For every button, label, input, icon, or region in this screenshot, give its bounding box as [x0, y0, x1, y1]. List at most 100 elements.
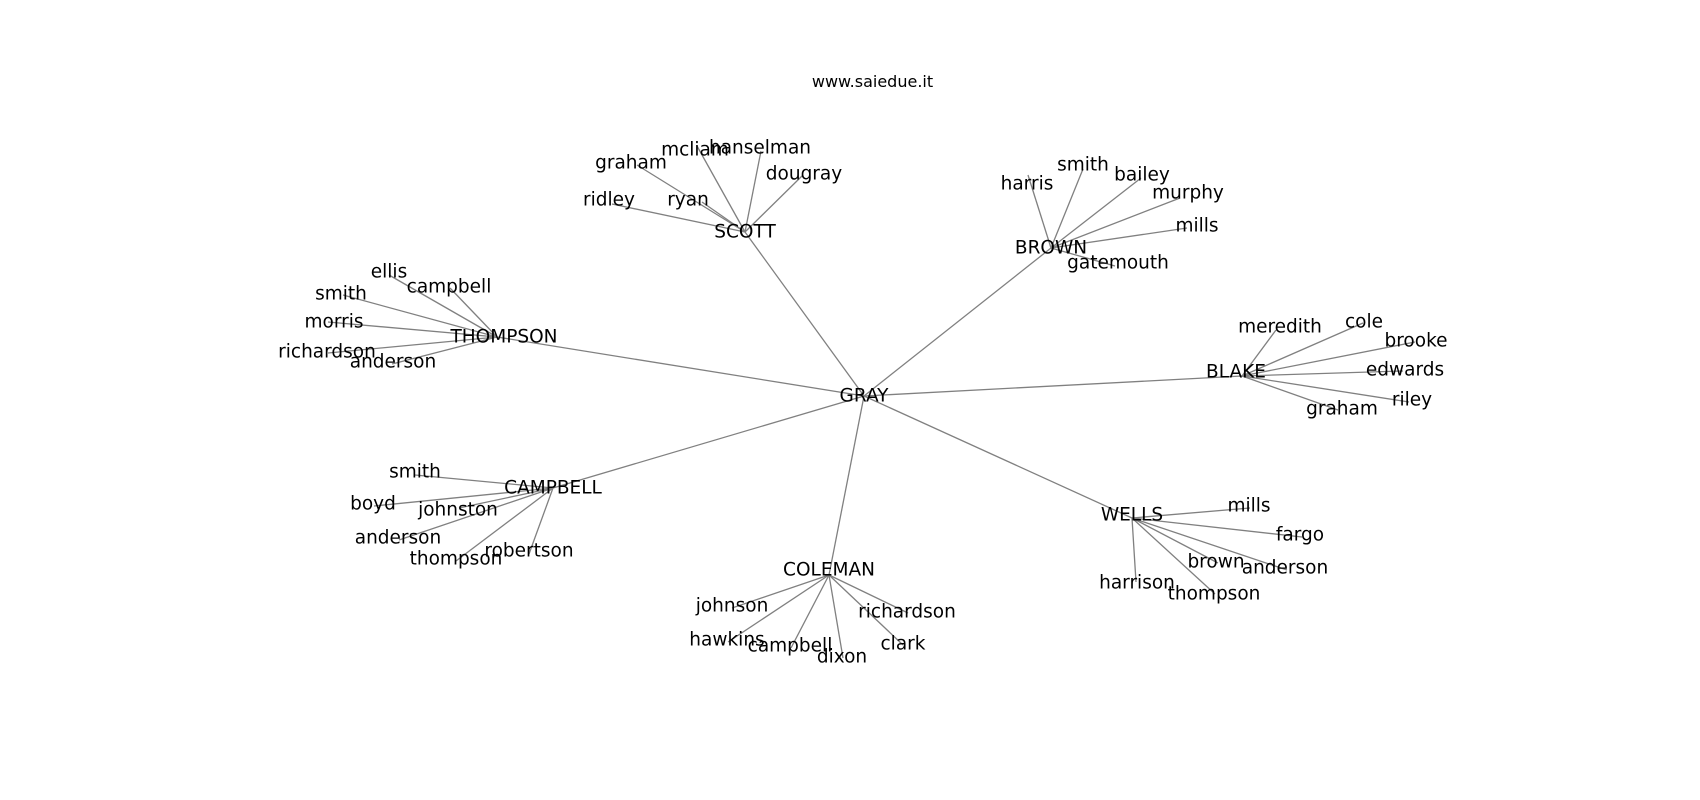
member-node-label: bailey [1114, 165, 1170, 186]
edge-campbell-anderson [398, 487, 554, 541]
member-node-label: graham [1306, 399, 1378, 420]
edge-scott-graham [636, 164, 746, 233]
member-node-label: anderson [350, 352, 436, 373]
edge-wells-anderson [1131, 517, 1288, 571]
member-node-label: mills [1175, 216, 1218, 237]
edge-wells-fargo [1131, 517, 1303, 538]
member-node-label: fargo [1276, 525, 1324, 546]
edge-wells-mills [1131, 507, 1251, 519]
edge-thompson-smith [342, 294, 498, 338]
member-node-label: dougray [766, 164, 842, 185]
edge-scott-hanselman [744, 150, 762, 233]
edge-blake-graham [1241, 375, 1339, 411]
member-node-label: clark [881, 634, 926, 655]
member-node-label: brooke [1384, 331, 1447, 352]
member-node-label: dixon [817, 647, 867, 668]
family-node-label: THOMPSON [449, 327, 557, 348]
family-node-label: SCOTT [714, 222, 776, 243]
member-node-label: brown [1187, 552, 1244, 573]
member-node-label: harrison [1099, 573, 1175, 594]
member-node-label: graham [595, 153, 667, 174]
edge-blake-brooke [1241, 341, 1416, 377]
member-node-label: mills [1227, 496, 1270, 517]
edge-thompson-campbell [449, 287, 498, 338]
edge-thompson-anderson [391, 336, 498, 365]
member-node-label: anderson [355, 528, 441, 549]
edge-thompson-richardson [327, 336, 498, 354]
member-node-label: morris [304, 312, 363, 333]
member-node-label: campbell [407, 277, 492, 298]
member-node-label: gatemouth [1067, 253, 1169, 274]
labels-layer: GRAYSCOTTridleygrahammcliamhanselmandoug… [278, 138, 1447, 668]
edge-root-scott [744, 231, 865, 397]
edge-scott-ryan [701, 201, 746, 233]
edge-coleman-clark [828, 574, 904, 646]
member-node-label: anderson [1242, 558, 1328, 579]
family-node-label: CAMPBELL [504, 478, 602, 499]
edge-brown-harris [1027, 174, 1052, 249]
edge-coleman-richardson [828, 574, 909, 614]
member-node-label: riley [1392, 390, 1432, 411]
member-node-label: harris [1001, 174, 1054, 195]
edge-brown-smith [1050, 168, 1084, 249]
member-node-label: hawkins [689, 630, 764, 651]
member-node-label: campbell [748, 636, 833, 657]
edge-root-campbell [552, 395, 865, 489]
edge-brown-murphy [1050, 197, 1181, 249]
family-node-label: WELLS [1101, 505, 1163, 526]
family-node-label: BROWN [1015, 238, 1087, 259]
member-node-label: smith [315, 284, 367, 305]
edge-brown-mills [1050, 227, 1188, 249]
family-node-label: COLEMAN [783, 560, 875, 581]
edge-coleman-campbell [790, 574, 830, 649]
edge-thompson-morris [327, 321, 498, 338]
edge-coleman-johnson [731, 574, 830, 609]
family-node-label: BLAKE [1206, 362, 1266, 383]
edge-coleman-dixon [828, 574, 844, 659]
edge-root-blake [863, 375, 1243, 397]
member-node-label: smith [389, 462, 441, 483]
edge-scott-ridley [611, 203, 746, 233]
member-node-label: smith [1057, 155, 1109, 176]
edge-brown-bailey [1050, 177, 1142, 249]
edge-blake-riley [1241, 375, 1410, 403]
site-title: www.saiedue.it [811, 72, 934, 91]
edge-thompson-ellis [388, 274, 498, 338]
member-node-label: johnson [695, 596, 769, 617]
member-node-label: robertson [484, 541, 573, 562]
edge-root-thompson [496, 336, 865, 397]
edge-brown-gatemouth [1050, 247, 1116, 267]
edge-root-coleman [828, 395, 865, 576]
member-node-label: cole [1345, 312, 1383, 333]
member-node-label: ridley [583, 190, 635, 211]
member-node-label: hanselman [709, 138, 811, 159]
member-node-label: edwards [1366, 360, 1444, 381]
edge-campbell-smith [414, 474, 554, 489]
edge-coleman-hawkins [727, 574, 830, 643]
edge-scott-dougray [744, 174, 804, 233]
edge-campbell-boyd [373, 487, 554, 507]
member-node-label: thompson [410, 549, 503, 570]
member-node-label: boyd [350, 494, 396, 515]
edges-layer [327, 145, 1416, 659]
edge-campbell-robertson [528, 487, 554, 555]
edge-wells-thompson [1131, 517, 1216, 595]
edge-root-wells [863, 395, 1133, 519]
member-node-label: thompson [1168, 584, 1261, 605]
edge-wells-harrison [1131, 517, 1137, 583]
member-node-label: ellis [371, 262, 407, 283]
edge-blake-cole [1241, 322, 1364, 377]
edge-scott-mcliam [696, 145, 746, 233]
member-node-label: ryan [667, 190, 709, 211]
edge-wells-brown [1131, 517, 1219, 564]
edge-campbell-johnston [458, 487, 554, 509]
member-node-label: mcliam [661, 140, 729, 161]
edge-blake-meredith [1241, 329, 1277, 377]
edge-blake-edwards [1241, 370, 1404, 377]
member-node-label: johnston [417, 500, 498, 521]
member-node-label: richardson [858, 602, 956, 623]
member-node-label: meredith [1238, 317, 1322, 338]
member-node-label: richardson [278, 342, 376, 363]
root-node-label: GRAY [840, 386, 890, 407]
